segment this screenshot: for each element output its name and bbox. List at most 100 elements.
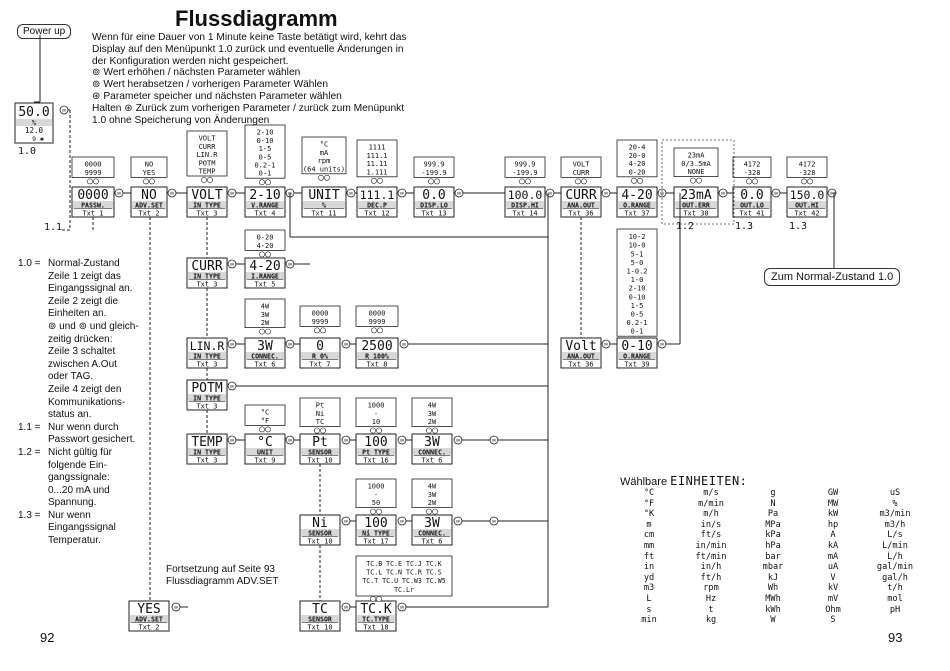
down-key-icon [581,178,587,185]
note-line: Spannung. [48,497,97,509]
menu-label-bg [246,201,284,209]
menu-label-bg [415,201,453,209]
down-key-icon [377,177,383,184]
intro-line: Parameter speicher und nächsten Paramete… [103,90,342,102]
option-value: 0-10 [257,137,274,145]
menu-value: TC [312,602,328,617]
display-value: 50.0 [18,105,49,120]
page-title: Flussdiagramm [175,6,338,31]
up-key-icon [426,508,432,515]
options-box [301,136,347,175]
menu-text-ref: Txt 12 [364,210,389,218]
unit-item: g [770,488,776,498]
intro-line: der Konfiguration werden nicht gespeiche… [92,55,289,67]
menu-value: 4-20 [249,259,280,274]
unit-item: °K [643,509,655,520]
note-key: 1.2 = [18,446,41,458]
up-key-icon [143,178,149,185]
unit-item: m/min [698,498,724,509]
menu-label-bg [618,352,656,360]
unit-item: L [646,593,652,604]
option-value: 1-0.2 [626,268,647,276]
unit-item: bar [765,551,781,562]
display-line3: 12.0 [25,126,44,135]
ok-key-icon-label: OK [349,192,354,196]
unit-item: °C [643,488,655,498]
note-line: zeitig drücken: [48,333,113,345]
menu-label: CONNEC. [418,530,446,538]
option-value: - [374,410,378,418]
unit-item: Ohm [825,604,841,615]
down-key-icon [696,177,702,184]
ok-key-icon-label: OK [774,192,779,196]
menu-text-ref: Txt 37 [624,210,649,218]
option-value: 4-20 [629,160,646,168]
menu-label-bg [357,615,395,623]
ok-key-icon-label: OK [456,520,461,524]
menu-label: ADV.SET [135,616,163,624]
option-value: 2W [428,418,437,426]
down-key-icon [432,427,438,434]
menu-text-ref: Txt 8 [366,361,387,369]
menu-text-ref: Txt 10 [307,538,332,546]
ok-key-icon-label: OK [344,606,349,610]
menu-label: UNIT [257,449,273,457]
units-title-prefix: Wählbare [620,476,668,488]
options-box [616,139,658,178]
menu-value: 0000 [77,188,108,203]
unit-item: ft/h [700,572,722,583]
menu-text-ref: Txt 14 [512,210,537,218]
tc-type-option: TC.B TC.E TC.J TC.K [366,560,441,568]
unit-item: kV [827,583,839,594]
note-line: oder TAG. [48,371,94,383]
down-key-icon [376,427,382,434]
menu-label-bg [188,448,226,456]
menu-text-ref: Txt 6 [421,538,442,546]
option-value: (64 units) [303,165,345,173]
ok-key-icon-label: OK [288,439,293,443]
options-box [355,305,399,327]
menu-value: CURR [191,259,222,274]
menu-text-ref: Txt 6 [421,457,442,465]
option-value: -328 [799,169,816,177]
menu-value: 3W [424,516,440,531]
menu-text-ref: Txt 7 [309,361,330,369]
option-value: Pt [316,402,324,410]
option-value: 4W [428,483,437,491]
menu-text-ref: Txt 2 [138,210,159,218]
option-value: 111.1 [366,152,387,160]
down-key-icon [324,174,330,181]
menu-label-bg [675,201,717,209]
note-line: Kommunikations- [48,396,126,408]
option-value: LIN.R [196,151,218,159]
units-title: Wählbare EINHEITEN: [620,474,747,488]
note-line: zwischen A.Out [48,358,117,370]
menu-value: 100.0 [508,188,543,202]
option-value: -199.9 [421,169,446,177]
unit-item: ft/min [695,551,727,562]
option-value: 1-0 [631,276,644,284]
ok-key-icon: ⊛ [124,102,133,114]
option-value: 1111 [369,144,386,152]
options-box [411,397,453,428]
unit-item: kWh [765,604,781,615]
menu-label-bg [413,529,451,537]
option-value: 0/3.5mA [681,160,711,168]
menu-label-bg [301,615,339,623]
option-value: 0-1 [259,170,272,178]
option-value: 4W [428,402,437,410]
units-title-word: EINHEITEN: [670,474,748,488]
tc-types-box [355,555,453,597]
unit-item: min [641,615,657,626]
ok-key-icon-label: OK [117,192,122,196]
unit-item: hPa [765,540,781,551]
unit-item: mm [643,540,655,551]
unit-item: ft [643,551,655,562]
options-box [130,156,168,178]
menu-value: NO [141,188,157,203]
menu-text-ref: Txt 16 [363,457,388,465]
menu-value: LIN.R [190,339,225,353]
menu-text-ref: Txt 4 [254,210,275,218]
